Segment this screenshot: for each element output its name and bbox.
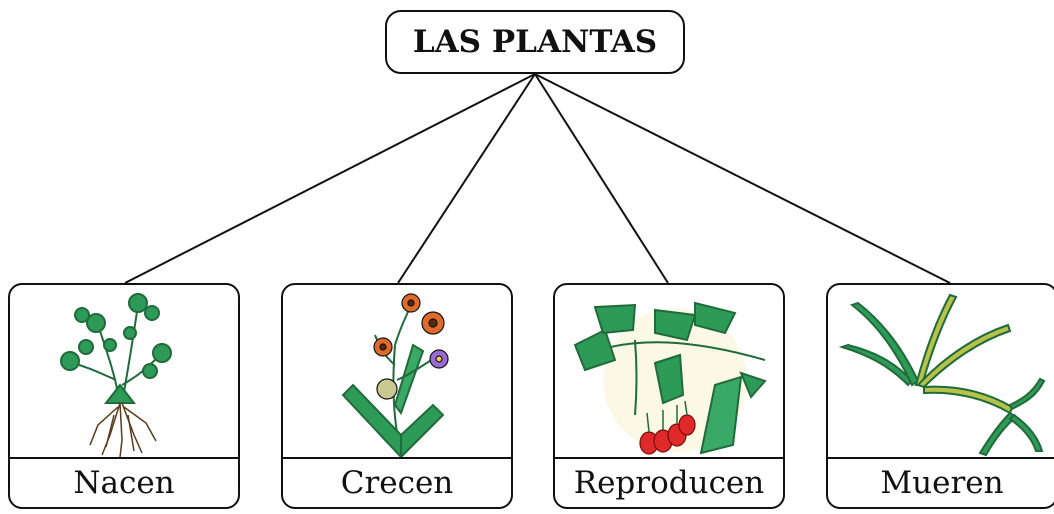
stage-label-crecen: Crecen (283, 457, 511, 507)
sprouting-plant-with-roots-icon (60, 293, 172, 458)
title-box: LAS PLANTAS (385, 10, 685, 74)
wilting-grass-icon (838, 293, 1046, 457)
flowering-plant-icon (341, 293, 449, 459)
stage-card-crecen: Crecen (281, 283, 513, 509)
stage-card-reproducen: Reproducen (553, 283, 785, 509)
stage-label-reproducen: Reproducen (555, 457, 783, 507)
connector-line-reproducen (534, 73, 669, 284)
diagram-title: LAS PLANTAS (412, 24, 658, 60)
connector-line-mueren (534, 73, 951, 284)
stage-card-nacen: Nacen (8, 283, 240, 509)
stage-label-nacen: Nacen (10, 457, 238, 507)
fruiting-plant-with-berries-icon (573, 301, 767, 455)
connector-line-crecen (397, 73, 536, 284)
connector-line-nacen (124, 73, 536, 284)
stage-label-mueren: Mueren (828, 457, 1054, 507)
stage-card-mueren: Mueren (826, 283, 1054, 509)
